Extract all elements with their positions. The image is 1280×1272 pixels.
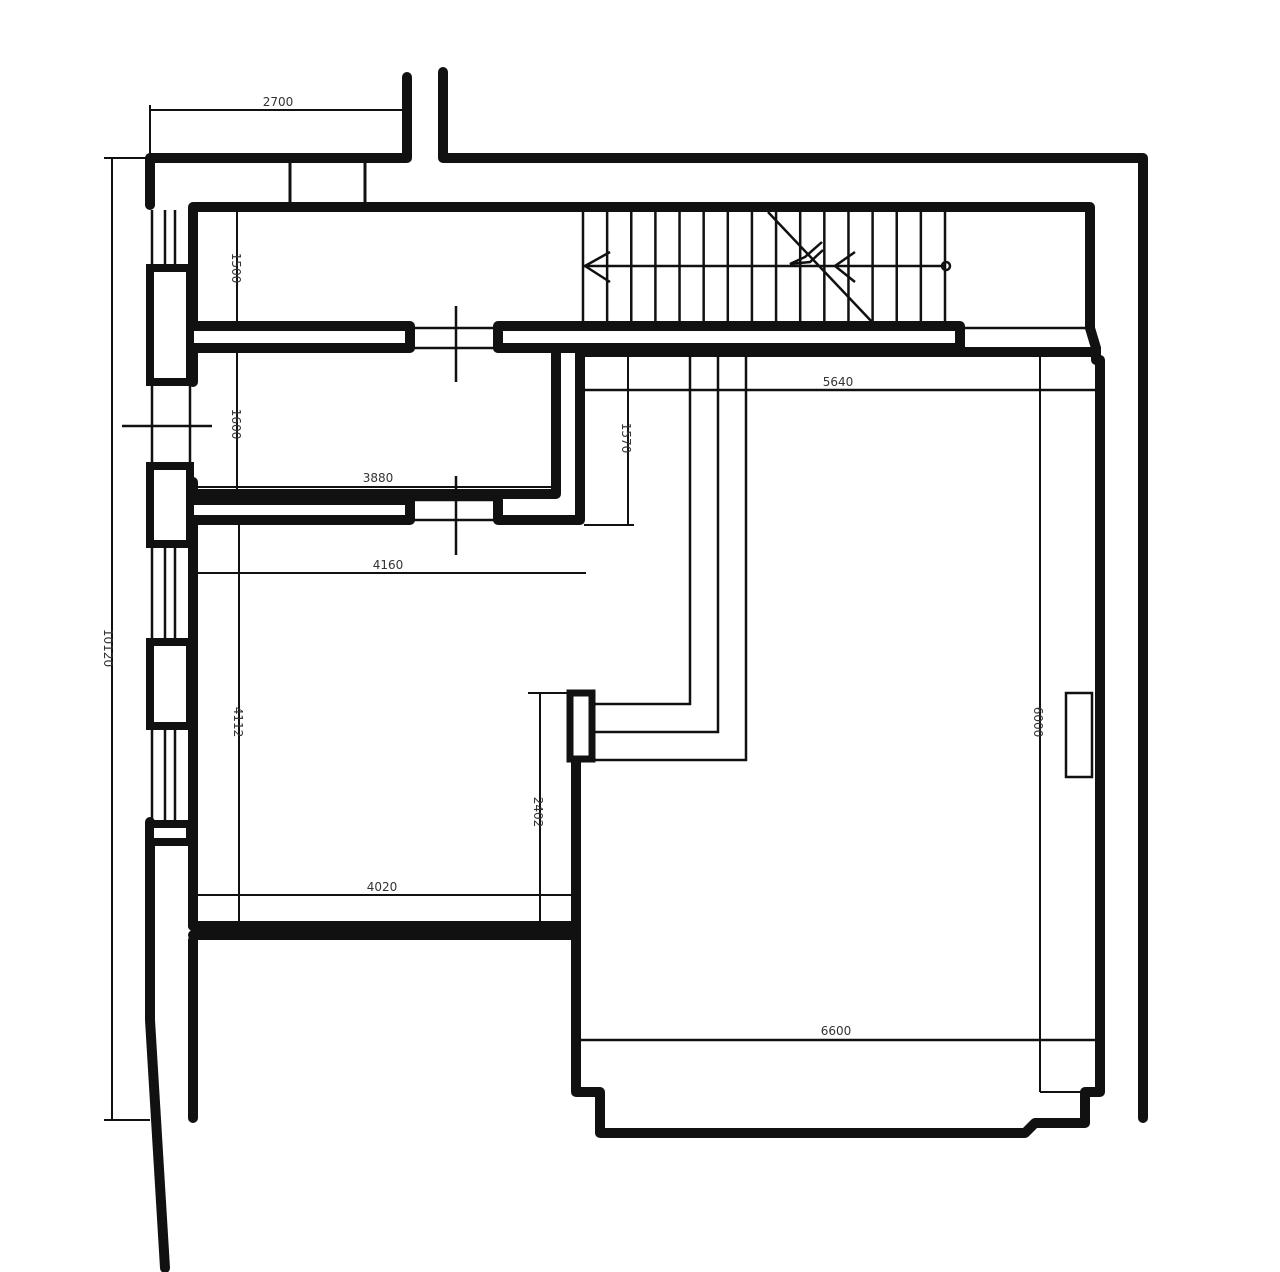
wall-top-left [145,72,412,210]
stair-up-arrow-icon [582,211,952,324]
corridor-bottom-wall-left [188,263,415,387]
dim-label-room2-bottom: 4020 [367,880,398,894]
dim-label-main-bottom-width: 6600 [821,1024,852,1038]
stair-start-dot [940,260,952,272]
pier-block-2 [146,462,194,548]
dim-label-top-width: 2700 [263,95,294,109]
duct-line-2 [592,352,720,734]
dim-label-total-height: 10120 [101,629,115,667]
pier-block-1 [146,264,194,386]
duct-line-1 [592,352,692,706]
pier-block-3 [146,638,194,730]
corridor-outline-top [188,202,1095,333]
dim-label-closet-height: 1570 [619,423,633,454]
room1-right-wall [188,343,561,499]
wall-niche [1064,691,1094,779]
room-2 [188,515,596,940]
dimension-labels: 2700 1500 1600 3880 4160 5640 1570 10120… [101,95,1045,1038]
dim-label-room1-width: 3880 [363,471,394,485]
dim-label-room2-width: 4160 [373,558,404,572]
wall-left-lower [145,817,170,1272]
dimension-lines [104,105,1090,1121]
corridor-bottom-wall-right [493,321,965,353]
dim-label-main-height: 6000 [1031,707,1045,738]
window-2 [122,382,212,466]
window-3 [150,544,192,642]
dim-label-room2-height: 4112 [231,707,245,738]
room2-bottom-wall [188,921,577,940]
left-facade [122,210,212,846]
window-1 [150,210,192,268]
main-room [571,352,1105,1138]
room-1 [188,343,1101,555]
outer-walls [145,67,1148,1272]
duct-line-3 [592,352,748,762]
pier-block-4 [146,820,194,846]
window-4 [150,726,192,824]
dim-label-room1-height: 1600 [229,409,243,440]
room1-lower-wall-left [188,495,415,525]
dim-label-main-top-width: 5640 [823,375,854,389]
wall-top-right [438,67,1148,1123]
dim-label-corridor-height: 1500 [229,253,243,284]
dim-label-step-height: 2402 [531,797,545,828]
main-room-outline [571,355,1105,1138]
column-block [566,689,596,763]
room1-lower-wall-right [493,347,1101,525]
